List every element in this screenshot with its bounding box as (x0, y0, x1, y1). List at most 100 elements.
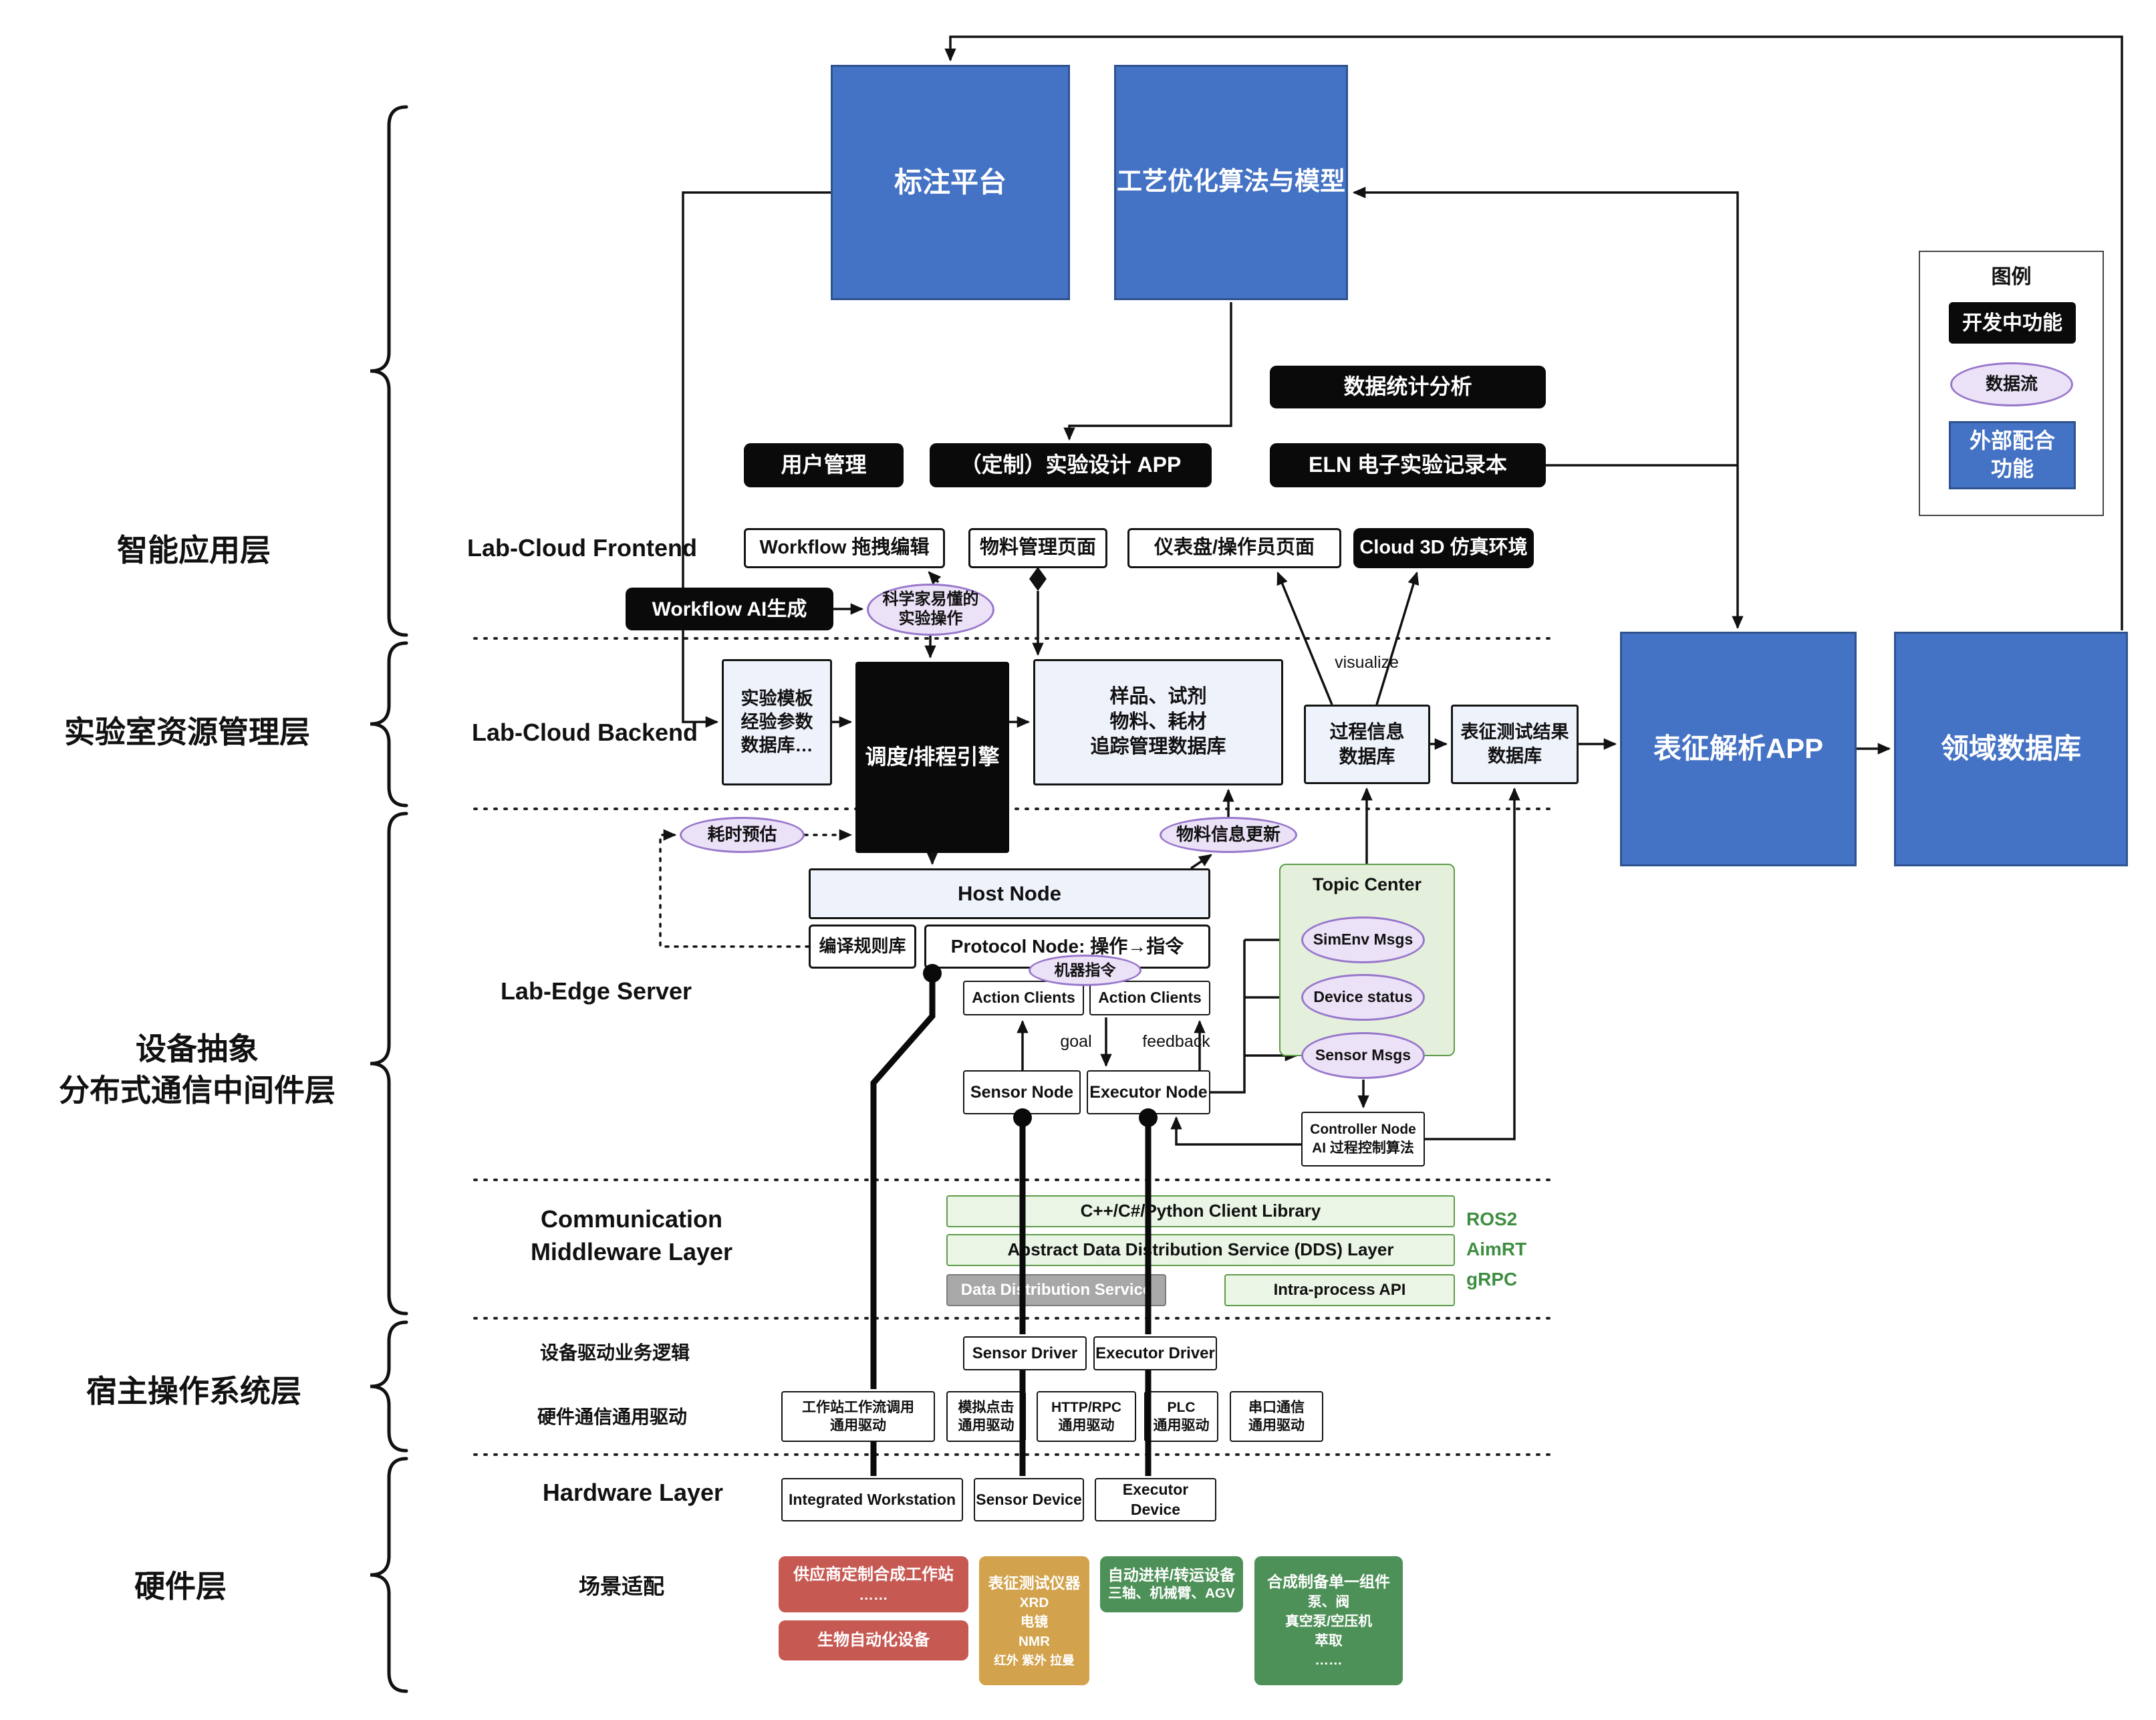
section-label-edge-server: Lab-Edge Server (500, 977, 692, 1005)
section-label-frontend: Lab-Cloud Frontend (467, 534, 697, 562)
sample-db-line: 追踪管理数据库 (1090, 736, 1226, 758)
synthesis-line: 真空泵/空压机 (1285, 1613, 1372, 1629)
layer-label-hardware: 硬件层 (134, 1569, 227, 1604)
legend-title: 图例 (1991, 266, 2032, 288)
controller-node-box: Controller Node AI 过程控制算法 (1301, 1112, 1425, 1166)
driver-line: 通用驱动 (1153, 1418, 1210, 1433)
brace-resource-layer (370, 641, 408, 808)
process-db-line: 过程信息 (1329, 721, 1405, 743)
conn-sciops-to-workflowedit (928, 571, 942, 585)
conn-hostnode-to-materialupdate (1190, 854, 1212, 870)
workflow-editor-box: Workflow 拖拽编辑 (744, 528, 945, 568)
action-clients-box-2: Action Clients (1089, 981, 1210, 1015)
conn-executornode-to-topicbus (1210, 940, 1246, 1094)
brace-app-layer (370, 105, 408, 637)
charact-db-line: 数据库 (1488, 745, 1542, 766)
charact-instrument-box: 表征测试仪器 XRD 电镜 NMR 红外 紫外 拉曼 (979, 1556, 1089, 1685)
process-info-db-box: 过程信息 数据库 (1304, 705, 1430, 784)
sample-tracking-db-box: 样品、试剂 物料、耗材 追踪管理数据库 (1033, 659, 1283, 785)
sensor-msgs-ellipse: Sensor Msgs (1301, 1032, 1425, 1079)
intra-process-api-row: Intra-process API (1224, 1274, 1455, 1306)
sample-db-line: 物料、耗材 (1109, 711, 1207, 733)
sensor-driver-box: Sensor Driver (963, 1336, 1087, 1370)
legend-external-line: 外部配合 (1969, 428, 2055, 453)
protocol-aimrt-label: AimRT (1466, 1239, 1527, 1259)
client-library-row: C++/C#/Python Client Library (946, 1195, 1455, 1227)
section-label-hw-comm-driver: 硬件通信通用驱动 (537, 1406, 687, 1427)
scientist-ops-line: 科学家易懂的 (882, 590, 979, 609)
charact-line: 电镜 (1020, 1614, 1049, 1630)
workflow-ai-box: Workflow AI生成 (626, 588, 833, 630)
section-label-backend: Lab-Cloud Backend (471, 719, 698, 746)
workstation-driver-box: 工作站工作流调用 通用驱动 (781, 1391, 935, 1442)
template-db-line: 实验模板 (740, 688, 813, 709)
executor-driver-box: Executor Driver (1093, 1336, 1217, 1370)
legend-developing-box: 开发中功能 (1949, 302, 2076, 344)
visualize-label: visualize (1335, 653, 1399, 672)
data-statistics-box: 数据统计分析 (1270, 366, 1546, 408)
transfer-line: 自动进样/转运设备 (1107, 1566, 1236, 1584)
integrated-workstation-box: Integrated Workstation (781, 1478, 963, 1521)
synthesis-line: 萃取 (1315, 1632, 1343, 1648)
charact-analysis-app-box: 表征解析APP (1620, 632, 1857, 866)
dds-layer-row: Abstract Data Distribution Service (DDS)… (946, 1234, 1455, 1266)
layer-label-app: 智能应用层 (117, 533, 271, 568)
topic-center-title: Topic Center (1312, 874, 1422, 894)
section-label-line: Middleware Layer (530, 1237, 733, 1265)
synthesis-line: …… (1315, 1652, 1343, 1668)
driver-line: 串口通信 (1248, 1399, 1305, 1415)
synthesis-line: 泵、阀 (1307, 1594, 1350, 1610)
section-label-hardware-layer: Hardware Layer (542, 1479, 724, 1506)
machine-command-ellipse: 机器指令 (1029, 955, 1141, 986)
vendor-line: 供应商定制合成工作站 (793, 1566, 954, 1584)
section-label-scenario: 场景适配 (578, 1574, 664, 1598)
conn-processdb-to-dashboard (1276, 571, 1333, 705)
user-management-box: 用户管理 (744, 443, 904, 487)
layer-label-host-os: 宿主操作系统层 (86, 1374, 301, 1408)
action-clients-box-1: Action Clients (963, 981, 1084, 1015)
scheduler-engine-box: 调度/排程引擎 (855, 662, 1009, 853)
synthesis-line: 合成制备单一组件 (1267, 1573, 1390, 1591)
vendor-workstation-box: 供应商定制合成工作站 …… (779, 1556, 968, 1612)
protocol-node-box: Protocol Node: 操作→指令 (924, 925, 1210, 969)
layer-label-line: 分布式通信中间件层 (59, 1073, 335, 1108)
transfer-line: 三轴、机械臂、AGV (1108, 1586, 1235, 1602)
section-label-driver-logic: 设备驱动业务逻辑 (539, 1342, 690, 1363)
process-optimization-box: 工艺优化算法与模型 (1114, 65, 1348, 300)
brace-hardware-layer (370, 1457, 408, 1693)
domain-db-box: 领域数据库 (1894, 632, 2128, 866)
charact-line: XRD (1019, 1595, 1049, 1611)
annotation-platform-box: 标注平台 (831, 65, 1070, 300)
protocol-grpc-label: gRPC (1466, 1269, 1518, 1289)
protocol-ros2-label: ROS2 (1466, 1209, 1518, 1229)
template-db-line: 数据库… (740, 735, 813, 756)
material-page-box: 物料管理页面 (968, 528, 1107, 568)
feedback-label: feedback (1142, 1032, 1210, 1051)
bio-automation-box: 生物自动化设备 (779, 1620, 968, 1661)
layer-label-resource: 实验室资源管理层 (64, 715, 310, 749)
section-label-comm-middleware: Communication Middleware Layer (515, 1203, 749, 1268)
charact-line: 表征测试仪器 (988, 1574, 1081, 1592)
section-label-line: Communication (540, 1205, 722, 1233)
dashboard-page-box: 仪表盘/操作员页面 (1127, 528, 1341, 568)
executor-device-box: Executor Device (1095, 1478, 1216, 1521)
conn-controller-to-executornode (1170, 1116, 1301, 1146)
plc-driver-box: PLC 通用驱动 (1144, 1391, 1218, 1442)
driver-line: 模拟点击 (958, 1399, 1015, 1415)
brace-hostos-layer (370, 1320, 408, 1453)
process-db-line: 数据库 (1339, 745, 1395, 767)
sensor-node-box: Sensor Node (963, 1070, 1081, 1114)
driver-line: 通用驱动 (958, 1418, 1015, 1433)
eln-box: ELN 电子实验记录本 (1270, 443, 1546, 487)
host-node-box: Host Node (809, 868, 1210, 919)
scientist-ops-ellipse: 科学家易懂的 实验操作 (867, 584, 994, 636)
link-protocol-to-workstation-driver (870, 971, 936, 1389)
layer-label-device-abstraction: 设备抽象 分布式通信中间件层 (27, 1028, 368, 1111)
template-db-line: 经验参数 (740, 711, 813, 732)
sensor-device-box: Sensor Device (974, 1478, 1084, 1521)
compile-rules-box: 编译规则库 (809, 925, 916, 969)
simenv-msgs-ellipse: SimEnv Msgs (1301, 916, 1425, 963)
layer-label-line: 设备抽象 (136, 1031, 259, 1066)
driver-line: PLC (1167, 1399, 1196, 1415)
